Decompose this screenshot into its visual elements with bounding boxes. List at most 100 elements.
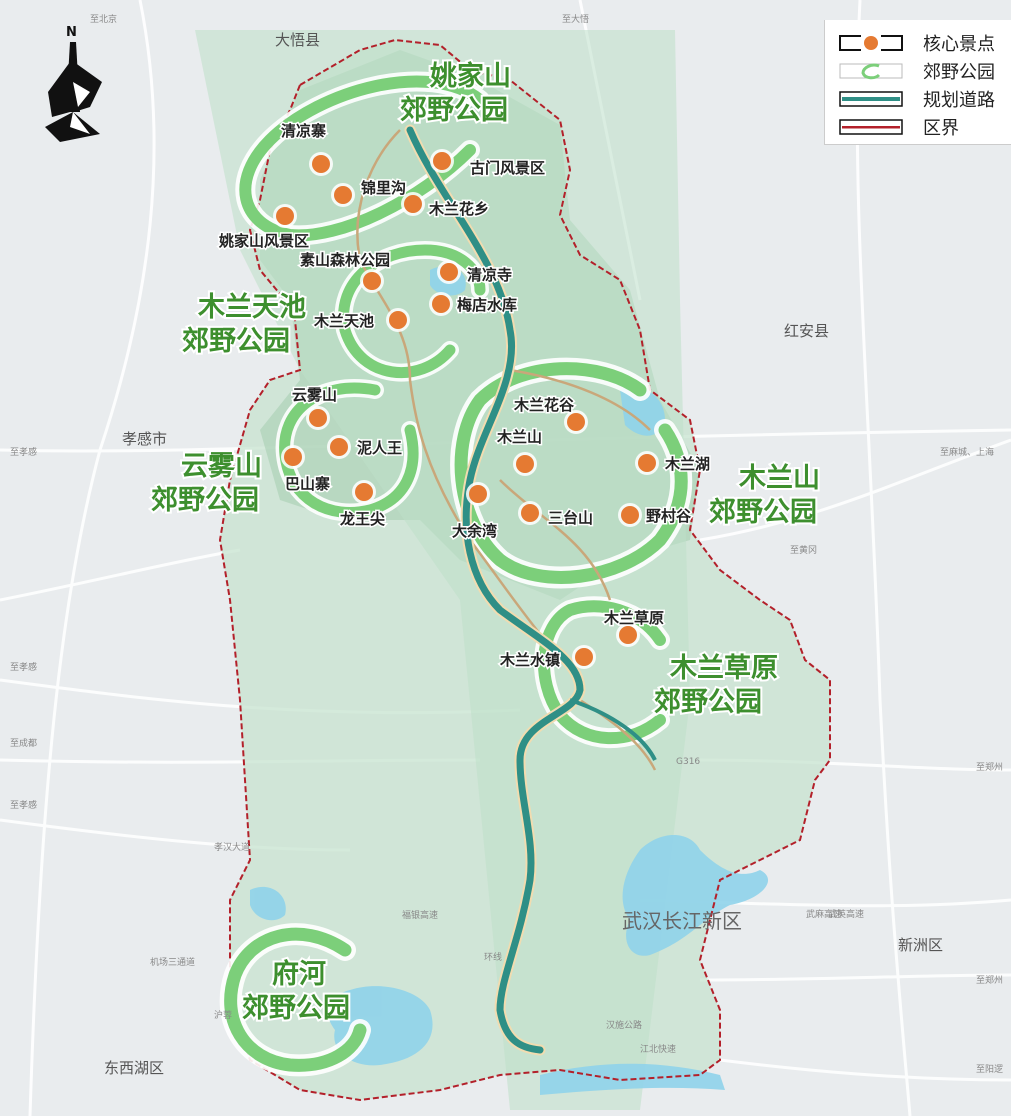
road-label: 武麻高速 xyxy=(806,908,842,920)
legend-row-district-boundary: 区界 xyxy=(825,112,1011,140)
country-park-name: 木兰山 xyxy=(738,463,820,494)
core-spot-label: 木兰水镇 xyxy=(499,651,560,669)
country-park-labels: 姚家山郊野公园木兰天池郊野公园云雾山郊野公园木兰山郊野公园木兰草原郊野公园府河郊… xyxy=(149,58,822,1026)
road-label: 孝汉大道 xyxy=(214,841,250,853)
legend-label-planned-road: 规划道路 xyxy=(923,90,995,111)
map-legend: 核心景点 郊野公园 规划道路 区界 xyxy=(824,20,1011,145)
core-spot-label: 龙王尖 xyxy=(339,510,385,528)
region-hongan: 红安县 xyxy=(784,322,829,340)
core-spot-labels: 清凉寨锦里沟古门风景区木兰花乡姚家山风景区素山森林公园清凉寺梅店水库木兰天池云雾… xyxy=(217,121,712,671)
core-spot-marker xyxy=(363,272,381,290)
core-spot-marker xyxy=(567,413,585,431)
core-spot-icon xyxy=(839,34,903,52)
legend-label-district-boundary: 区界 xyxy=(923,118,959,139)
region-changjiang: 武汉长江新区 xyxy=(622,909,742,933)
legend-label-core-spot: 核心景点 xyxy=(923,34,995,55)
core-spot-marker xyxy=(330,438,348,456)
country-park-name: 云雾山 xyxy=(181,451,262,482)
core-spot-label: 野村谷 xyxy=(646,507,692,525)
legend-row-planned-road: 规划道路 xyxy=(825,84,1011,112)
road-label: 至阳逻 xyxy=(976,1064,1003,1075)
north-arrow: N xyxy=(40,22,110,147)
legend-row-country-park: 郊野公园 xyxy=(825,56,1011,84)
core-spot-marker xyxy=(389,311,407,329)
legend-label-country-park: 郊野公园 xyxy=(923,62,995,83)
core-spot-label: 泥人王 xyxy=(357,439,402,457)
core-spot-label: 素山森林公园 xyxy=(300,251,390,269)
core-spot-label: 姚家山风景区 xyxy=(218,232,309,250)
country-park-type: 郊野公园 xyxy=(400,95,508,126)
road-label: 至黄冈 xyxy=(790,544,817,556)
core-spot-label: 梅店水库 xyxy=(457,296,517,314)
minor-road-labels: 至北京至大悟至孝感至孝感至孝感至成都至麻城、上海至郑州至黄冈至郑州至阳逻武英高速… xyxy=(10,13,1003,1075)
district-boundary-icon xyxy=(839,119,903,135)
branch-road xyxy=(569,698,657,761)
core-spot-label: 三台山 xyxy=(548,509,593,527)
region-labels: 大悟县 红安县 孝感市 武汉长江新区 新洲区 东西湖区 xyxy=(104,31,943,1077)
country-park-type: 郊野公园 xyxy=(654,687,762,718)
region-xinzhou: 新洲区 xyxy=(898,936,943,954)
road-label: 机场三通道 xyxy=(150,956,195,968)
core-spot-marker xyxy=(355,483,373,501)
region-dongxihu: 东西湖区 xyxy=(104,1059,164,1077)
core-spot-marker xyxy=(309,409,327,427)
country-park-name: 府河 xyxy=(272,958,326,990)
road-label: 沪蓉 xyxy=(214,1009,232,1021)
core-spot-label: 古门风景区 xyxy=(470,159,545,177)
road-label: 至大悟 xyxy=(562,13,589,25)
country-park-name: 木兰草原 xyxy=(669,653,778,684)
core-spot-label: 大余湾 xyxy=(452,522,497,540)
road-label: 至北京 xyxy=(90,13,117,25)
core-spot-marker xyxy=(432,295,450,313)
road-label: 至郑州 xyxy=(976,974,1003,986)
main-planned-road-core xyxy=(406,126,584,1054)
country-park-name: 木兰天池 xyxy=(197,292,306,323)
legend-row-core-spot: 核心景点 xyxy=(825,28,1011,56)
core-spot-marker xyxy=(469,485,487,503)
country-park-type: 郊野公园 xyxy=(709,497,817,528)
road-label: 至麻城、上海 xyxy=(940,446,994,458)
core-spot-marker xyxy=(638,454,656,472)
core-spot-label: 木兰花乡 xyxy=(428,200,489,218)
core-spot-marker xyxy=(334,186,352,204)
core-spot-marker xyxy=(575,648,593,666)
district-boundary xyxy=(218,38,831,1102)
core-spot-marker xyxy=(276,207,294,225)
road-label: 汉施公路 xyxy=(606,1019,642,1031)
core-spot-marker xyxy=(521,504,539,522)
core-spot-markers xyxy=(273,149,659,669)
core-spot-label: 木兰草原 xyxy=(603,609,664,627)
planned-road-icon xyxy=(839,91,903,107)
road-label: 至孝感 xyxy=(10,446,37,458)
core-spot-label: 云雾山 xyxy=(292,386,337,404)
country-park-type: 郊野公园 xyxy=(151,485,259,516)
north-label: N xyxy=(66,25,77,40)
core-spot-marker xyxy=(284,448,302,466)
road-label: 至孝感 xyxy=(10,661,37,673)
country-park-type: 郊野公园 xyxy=(242,993,350,1024)
country-park-name: 姚家山 xyxy=(429,60,511,92)
core-spot-label: 木兰天池 xyxy=(313,312,374,330)
road-label: 至郑州 xyxy=(976,761,1003,773)
core-spot-label: 巴山寨 xyxy=(285,475,330,493)
road-label: 武英高速 xyxy=(828,908,864,920)
road-label: G316 xyxy=(676,757,700,767)
core-spot-label: 清凉寨 xyxy=(281,122,326,140)
core-spot-label: 锦里沟 xyxy=(361,179,406,197)
corridor-band xyxy=(195,30,690,1110)
core-spot-marker xyxy=(312,155,330,173)
road-label: 环线 xyxy=(484,951,502,963)
road-label: 福银高速 xyxy=(402,909,438,921)
core-spot-label: 木兰花谷 xyxy=(513,396,575,414)
region-xiaogan: 孝感市 xyxy=(122,430,167,448)
core-spot-marker xyxy=(619,626,637,644)
core-spot-marker xyxy=(433,152,451,170)
road-label: 江北快速 xyxy=(640,1043,676,1055)
secondary-roads xyxy=(356,129,657,771)
country-park-type: 郊野公园 xyxy=(182,326,290,357)
region-dawu: 大悟县 xyxy=(275,31,320,49)
road-label: 至成都 xyxy=(10,737,37,749)
core-spot-marker xyxy=(516,455,534,473)
core-spot-marker xyxy=(404,195,422,213)
